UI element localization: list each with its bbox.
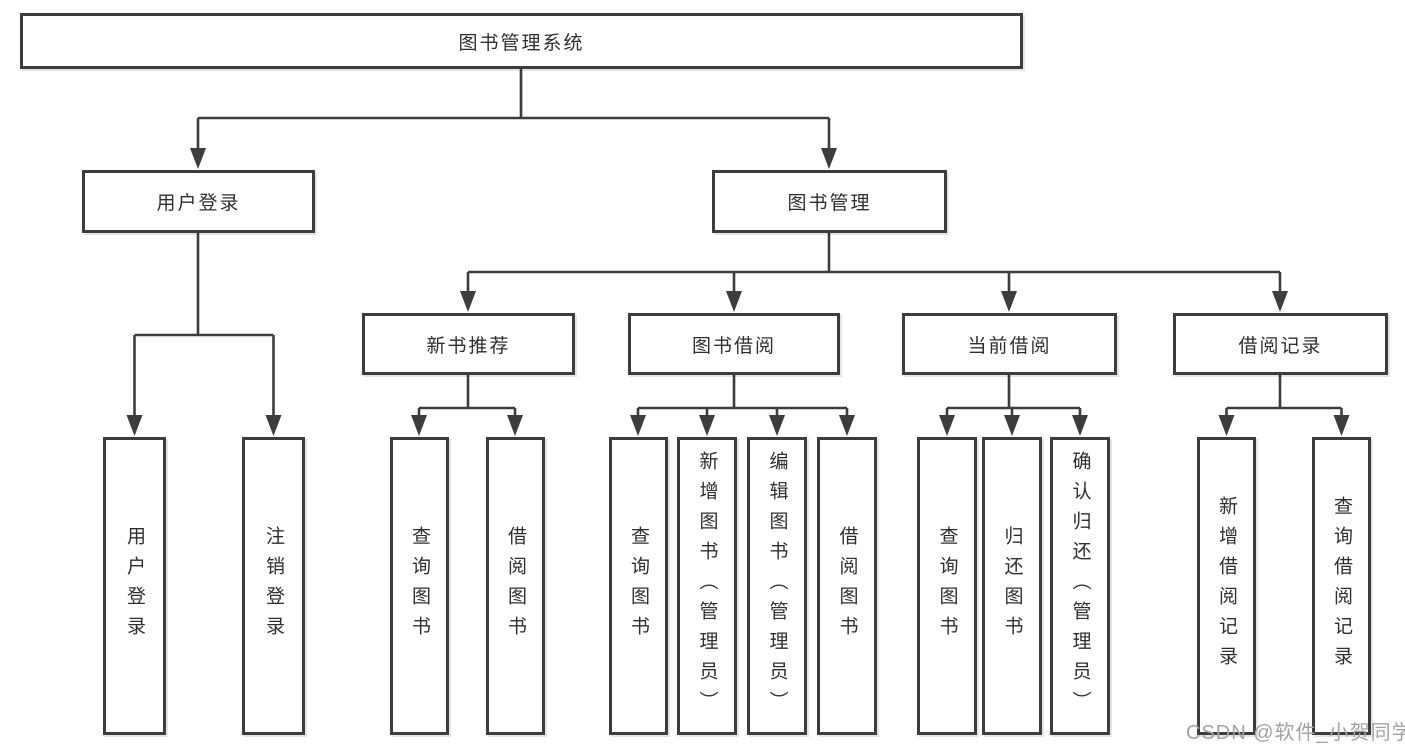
node-leaf-confirm-return-admin: 确认归还（管理员）	[1050, 437, 1110, 735]
node-label: 查询借阅记录	[1331, 496, 1352, 676]
node-label: 图书管理	[787, 193, 872, 214]
node-library-management-system: 图书管理系统	[20, 13, 1023, 69]
node-current-borrowing: 当前借阅	[902, 313, 1117, 375]
node-label: 新书推荐	[426, 335, 511, 357]
node-leaf-query-books-borrowing: 查询图书	[609, 437, 668, 735]
node-label: 查询图书	[628, 526, 649, 646]
arrowheads	[126, 148, 1350, 436]
node-borrowing-records: 借阅记录	[1173, 313, 1388, 375]
csdn-watermark: CSDN @软件_小贺同学	[1186, 722, 1405, 744]
node-leaf-borrow-books-borrowing: 借阅图书	[817, 437, 877, 735]
node-label: 图书管理系统	[458, 32, 585, 54]
node-label: 新增借阅记录	[1216, 496, 1237, 676]
node-leaf-query-books-current: 查询图书	[917, 437, 977, 735]
node-label: 确认归还（管理员）	[1069, 451, 1091, 721]
node-label: 借阅图书	[505, 526, 526, 646]
node-label: 当前借阅	[967, 335, 1052, 357]
node-new-book-recommend: 新书推荐	[362, 313, 575, 375]
node-label: 借阅记录	[1238, 335, 1323, 357]
node-leaf-logout: 注销登录	[242, 437, 305, 735]
node-label: 注销登录	[263, 526, 284, 646]
node-label: 查询图书	[409, 526, 430, 646]
node-leaf-add-books-admin: 新增图书（管理员）	[677, 437, 737, 735]
node-book-management: 图书管理	[712, 170, 947, 233]
node-leaf-query-borrow-record: 查询借阅记录	[1312, 437, 1371, 735]
node-label: 归还图书	[1001, 526, 1023, 646]
node-leaf-borrow-books-recommend: 借阅图书	[486, 437, 545, 735]
node-leaf-query-books-recommend: 查询图书	[390, 437, 449, 735]
node-label: 用户登录	[156, 193, 241, 214]
node-leaf-user-login: 用户登录	[103, 437, 166, 735]
node-label: 借阅图书	[836, 526, 858, 646]
node-book-borrowing: 图书借阅	[628, 313, 840, 375]
node-label: 查询图书	[936, 526, 958, 646]
node-leaf-edit-books-admin: 编辑图书（管理员）	[747, 437, 807, 735]
node-label: 新增图书（管理员）	[696, 451, 718, 721]
node-leaf-return-books: 归还图书	[982, 437, 1042, 735]
node-user-login-branch: 用户登录	[82, 170, 315, 233]
node-label: 用户登录	[124, 526, 145, 646]
node-label: 编辑图书（管理员）	[766, 451, 788, 721]
node-label: 图书借阅	[691, 335, 776, 357]
node-leaf-add-borrow-record: 新增借阅记录	[1197, 437, 1256, 735]
